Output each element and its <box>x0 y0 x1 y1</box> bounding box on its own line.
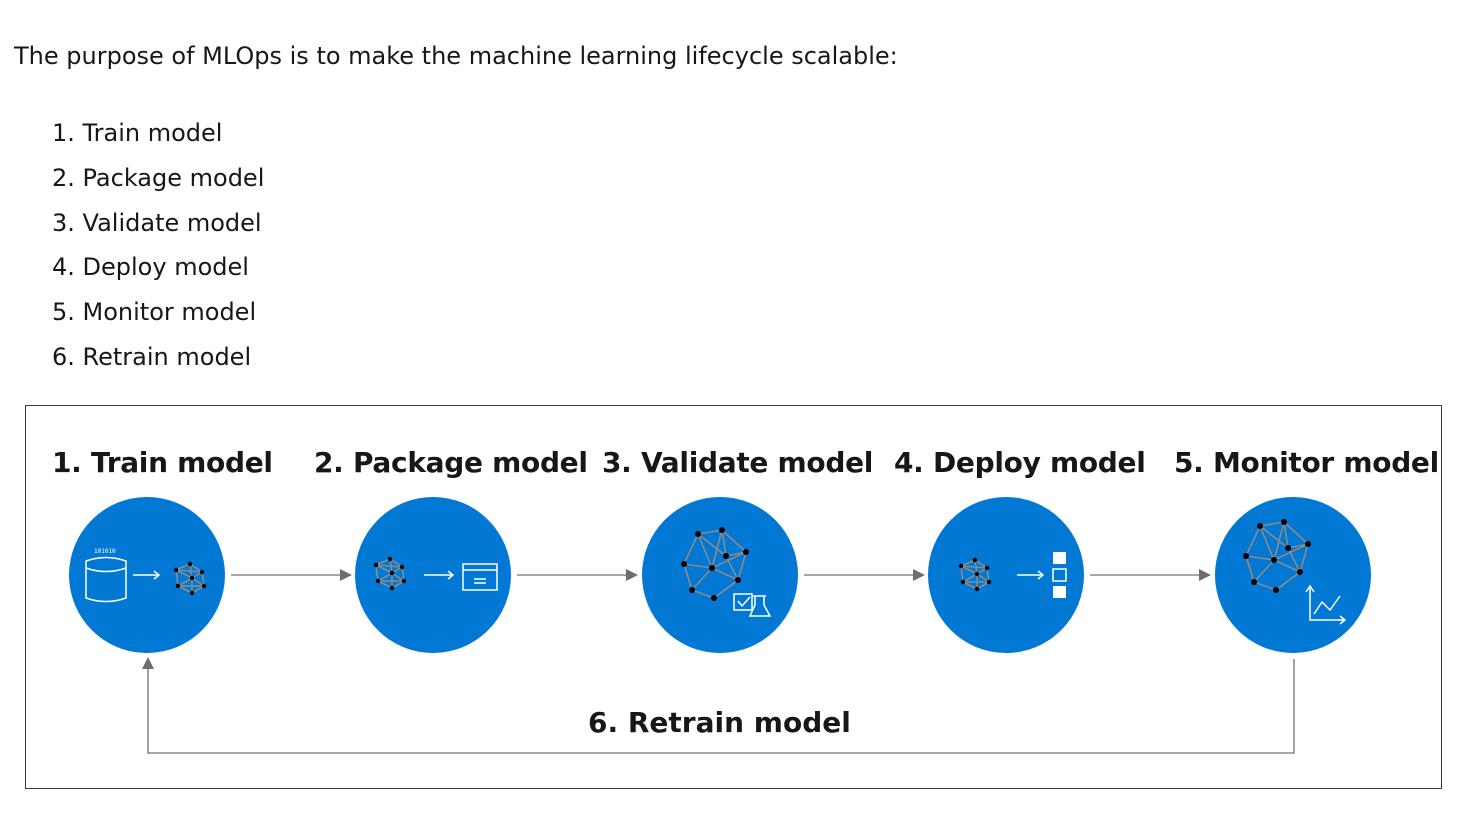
step-item-deploy: 4. Deploy model <box>52 253 249 282</box>
stage-circle-deploy <box>928 497 1084 653</box>
stage-label-monitor: 5. Monitor model <box>1174 446 1439 479</box>
retrain-loop-arrow <box>142 657 1295 754</box>
step-item-retrain: 6. Retrain model <box>52 342 252 371</box>
step-item-train: 1. Train model <box>52 119 223 147</box>
model-validate-icon <box>680 526 772 617</box>
stage-circle-validate <box>642 497 798 653</box>
connector-arrow-2-3 <box>517 569 638 581</box>
binary-data-text: 101010 <box>94 548 116 555</box>
stage-label-train: 1. Train model <box>52 446 273 479</box>
mlops-lifecycle-diagram <box>25 405 1442 789</box>
model-to-package-icon <box>372 555 498 592</box>
intro-text: The purpose of MLOps is to make the mach… <box>14 42 898 70</box>
step-item-validate: 3. Validate model <box>52 208 262 237</box>
model-deploy-icon <box>957 552 1067 598</box>
stage-label-package: 2. Package model <box>314 446 588 479</box>
stage-label-validate: 3. Validate model <box>602 446 874 479</box>
model-monitor-icon <box>1242 518 1347 625</box>
retrain-loop-label: 6. Retrain model <box>588 706 851 739</box>
connector-arrow-1-2 <box>231 569 352 581</box>
lifecycle-step-list: 1. Train model 2. Package model 3. Valid… <box>52 115 264 384</box>
step-item-monitor: 5. Monitor model <box>52 298 257 327</box>
connector-arrow-4-5 <box>1090 569 1211 581</box>
stage-circle-monitor <box>1215 497 1371 653</box>
connector-arrow-3-4 <box>804 569 925 581</box>
stage-label-deploy: 4. Deploy model <box>894 446 1146 479</box>
data-to-model-icon: 101010 <box>85 548 207 603</box>
step-item-package: 2. Package model <box>52 163 265 192</box>
